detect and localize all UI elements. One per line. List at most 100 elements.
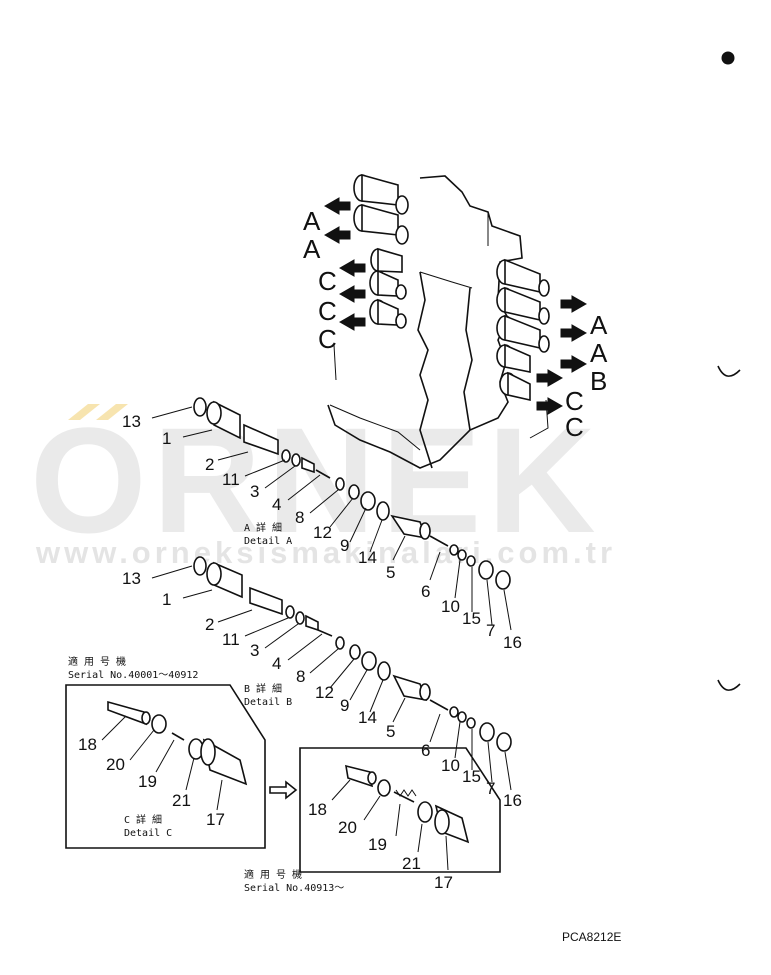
detail-c-new-box: 18 20 19 21 17 適 用 号 機 Serial No.40913～ — [244, 747, 501, 894]
spring-part — [243, 423, 279, 456]
part-number-label: 20 — [338, 818, 357, 837]
part-number-label: 15 — [462, 767, 481, 786]
serial-range-label: Serial No.40001～40912 — [68, 670, 198, 681]
arrow-left-icon — [338, 259, 366, 277]
arrow-right-icon — [536, 397, 564, 415]
arrow-letter: A — [303, 206, 321, 236]
detail-c-title: Detail C — [124, 828, 172, 839]
part-number-label: 6 — [421, 741, 430, 760]
check-valve-part — [345, 764, 373, 788]
part-number-label: 3 — [250, 641, 259, 660]
part-number-label: 3 — [250, 482, 259, 501]
part-number-label: 18 — [308, 800, 327, 819]
part-number-label: 21 — [172, 791, 191, 810]
arrow-letter: C — [565, 386, 584, 416]
right-spool-plug — [496, 286, 550, 325]
arrow-letter: A — [303, 234, 321, 264]
part-number-label: 7 — [486, 779, 495, 798]
arrow-left-icon — [323, 226, 351, 244]
part-number-label: 1 — [162, 429, 171, 448]
arrow-right-icon — [536, 369, 564, 387]
part-number-label: 1 — [162, 590, 171, 609]
arrow-letter: C — [565, 412, 584, 442]
spring-part — [249, 586, 283, 616]
part-number-label: 16 — [503, 791, 522, 810]
part-number-label: 4 — [272, 495, 281, 514]
watermark-logo-mark — [96, 404, 128, 420]
detail-c-title-jp: C 詳 細 — [124, 813, 162, 826]
left-spool-plug — [369, 298, 407, 329]
part-number-label: 20 — [106, 755, 125, 774]
part-number-label: 12 — [315, 683, 334, 702]
part-number-label: 17 — [206, 810, 225, 829]
part-number-label: 10 — [441, 756, 460, 775]
detail-a-assembly: 13 1 2 11 3 4 8 12 9 14 5 6 10 15 7 16 A… — [122, 397, 522, 652]
watermark: ORNEK www.orneksismakinalari.com.tr — [30, 396, 616, 570]
detail-b-title-jp: B 詳 細 — [244, 682, 282, 695]
right-spool-plug — [496, 258, 550, 297]
arrow-left-icon — [338, 313, 366, 331]
corner-mark — [721, 51, 735, 65]
part-number-label: 8 — [296, 667, 305, 686]
arrow-left-icon — [338, 285, 366, 303]
watermark-url: www.orneksismakinalari.com.tr — [35, 535, 616, 570]
part-number-label: 13 — [122, 412, 141, 431]
part-number-label: 19 — [138, 772, 157, 791]
part-number-label: 4 — [272, 654, 281, 673]
arrow-letter: A — [590, 338, 608, 368]
detail-a-title-jp: A 詳 細 — [244, 521, 282, 534]
figure-code: PCA8212E — [562, 930, 621, 944]
part-number-label: 9 — [340, 696, 349, 715]
part-number-label: 11 — [222, 630, 240, 649]
arrow-right-icon — [269, 780, 298, 800]
check-valve-part — [107, 700, 148, 726]
arrow-right-icon — [560, 324, 588, 342]
arrow-letter: B — [590, 366, 607, 396]
arrow-letter: C — [318, 266, 337, 296]
part-number-label: 2 — [205, 455, 214, 474]
part-number-label: 18 — [78, 735, 97, 754]
serial-caption-jp: 適 用 号 機 — [244, 868, 302, 881]
arrow-letter: C — [318, 324, 337, 354]
arrow-right-icon — [560, 355, 588, 373]
binding-mark — [717, 365, 741, 377]
right-spool-plug — [496, 314, 550, 353]
part-number-label: 14 — [358, 548, 377, 567]
left-spool-plug — [369, 269, 407, 300]
part-number-label: 10 — [441, 597, 460, 616]
left-spool-plug — [353, 173, 409, 215]
part-number-label: 12 — [313, 523, 332, 542]
part-number-label: 2 — [205, 615, 214, 634]
o-ring-part — [193, 556, 207, 576]
part-number-label: 21 — [402, 854, 421, 873]
part-number-label: 15 — [462, 609, 481, 628]
part-number-label: 17 — [434, 873, 453, 892]
part-number-label: 13 — [122, 569, 141, 588]
part-number-label: 16 — [503, 633, 522, 652]
arrow-letter: C — [318, 296, 337, 326]
left-spool-plug — [370, 247, 403, 273]
left-spool-plug — [353, 203, 409, 245]
part-number-label: 11 — [222, 470, 240, 489]
part-number-label: 8 — [295, 508, 304, 527]
part-number-label: 14 — [358, 708, 377, 727]
arrow-left-icon — [323, 197, 351, 215]
part-number-label: 5 — [386, 563, 395, 582]
serial-range-label: Serial No.40913～ — [244, 883, 344, 894]
part-number-label: 7 — [486, 621, 495, 640]
watermark-logo-mark — [68, 404, 100, 420]
detail-b-title: Detail B — [244, 697, 292, 708]
right-spool-plug — [496, 343, 531, 373]
o-ring-part — [193, 397, 207, 417]
control-valve-block: A A C C C A A B C C — [303, 173, 608, 469]
arrow-right-icon — [560, 295, 588, 313]
part-number-label: 6 — [421, 582, 430, 601]
detail-a-title: Detail A — [244, 536, 292, 547]
right-spool-plug — [499, 371, 531, 402]
part-number-label: 19 — [368, 835, 387, 854]
binding-mark — [717, 679, 741, 691]
detail-c-old-box: 適 用 号 機 Serial No.40001～40912 18 20 19 2… — [65, 655, 266, 849]
detail-b-assembly: 13 1 2 11 3 4 8 12 9 14 5 6 10 15 7 16 B… — [122, 556, 522, 810]
